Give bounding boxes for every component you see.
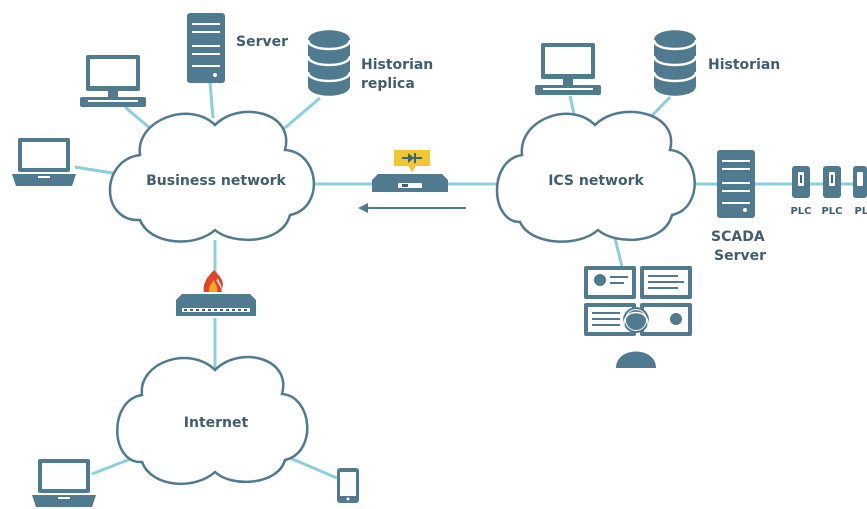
- historian-replica-label-line2: replica: [361, 76, 415, 92]
- server-icon: [187, 13, 225, 83]
- internet-cloud: Internet: [116, 355, 309, 485]
- plc-icon: [853, 166, 867, 198]
- database-icon: [306, 30, 352, 96]
- scada-label-line2: Server: [714, 248, 766, 264]
- link-replica-business: [279, 96, 321, 134]
- scada-server-icon: [717, 150, 755, 218]
- historian-replica-label-line1: Historian: [361, 57, 433, 73]
- data-diode-icon: [372, 150, 448, 192]
- link-phone-internet: [289, 456, 338, 480]
- laptop-icon: [32, 459, 96, 507]
- ics-network-label: ICS network: [548, 173, 644, 189]
- database-icon: [652, 30, 698, 96]
- business-network-cloud: Business network: [108, 110, 315, 243]
- smartphone-icon: [337, 468, 359, 503]
- desktop-computer-icon: [80, 55, 146, 107]
- laptop-icon: [12, 138, 76, 186]
- business-network-label: Business network: [146, 173, 286, 189]
- server-label: Server: [236, 34, 288, 50]
- one-way-arrow-icon: [358, 203, 466, 213]
- link-server-business: [208, 81, 215, 119]
- plc-label: PLC: [821, 206, 842, 217]
- ics-network-cloud: ICS network: [495, 110, 696, 243]
- plc-label: PLC: [790, 206, 811, 217]
- plc-label: PLC: [854, 206, 867, 217]
- links: [74, 81, 867, 480]
- plc-icon: [792, 166, 810, 198]
- plc-icon: [823, 166, 841, 198]
- operator-workstation-icon: [584, 266, 692, 368]
- firewall-icon: [176, 270, 256, 316]
- link-ics-operator: [613, 237, 624, 268]
- link-laptop3-internet: [91, 456, 134, 476]
- historian-label: Historian: [708, 57, 780, 73]
- internet-label: Internet: [184, 415, 249, 431]
- scada-label-line1: SCADA: [711, 229, 765, 245]
- desktop-computer-icon: [535, 43, 601, 95]
